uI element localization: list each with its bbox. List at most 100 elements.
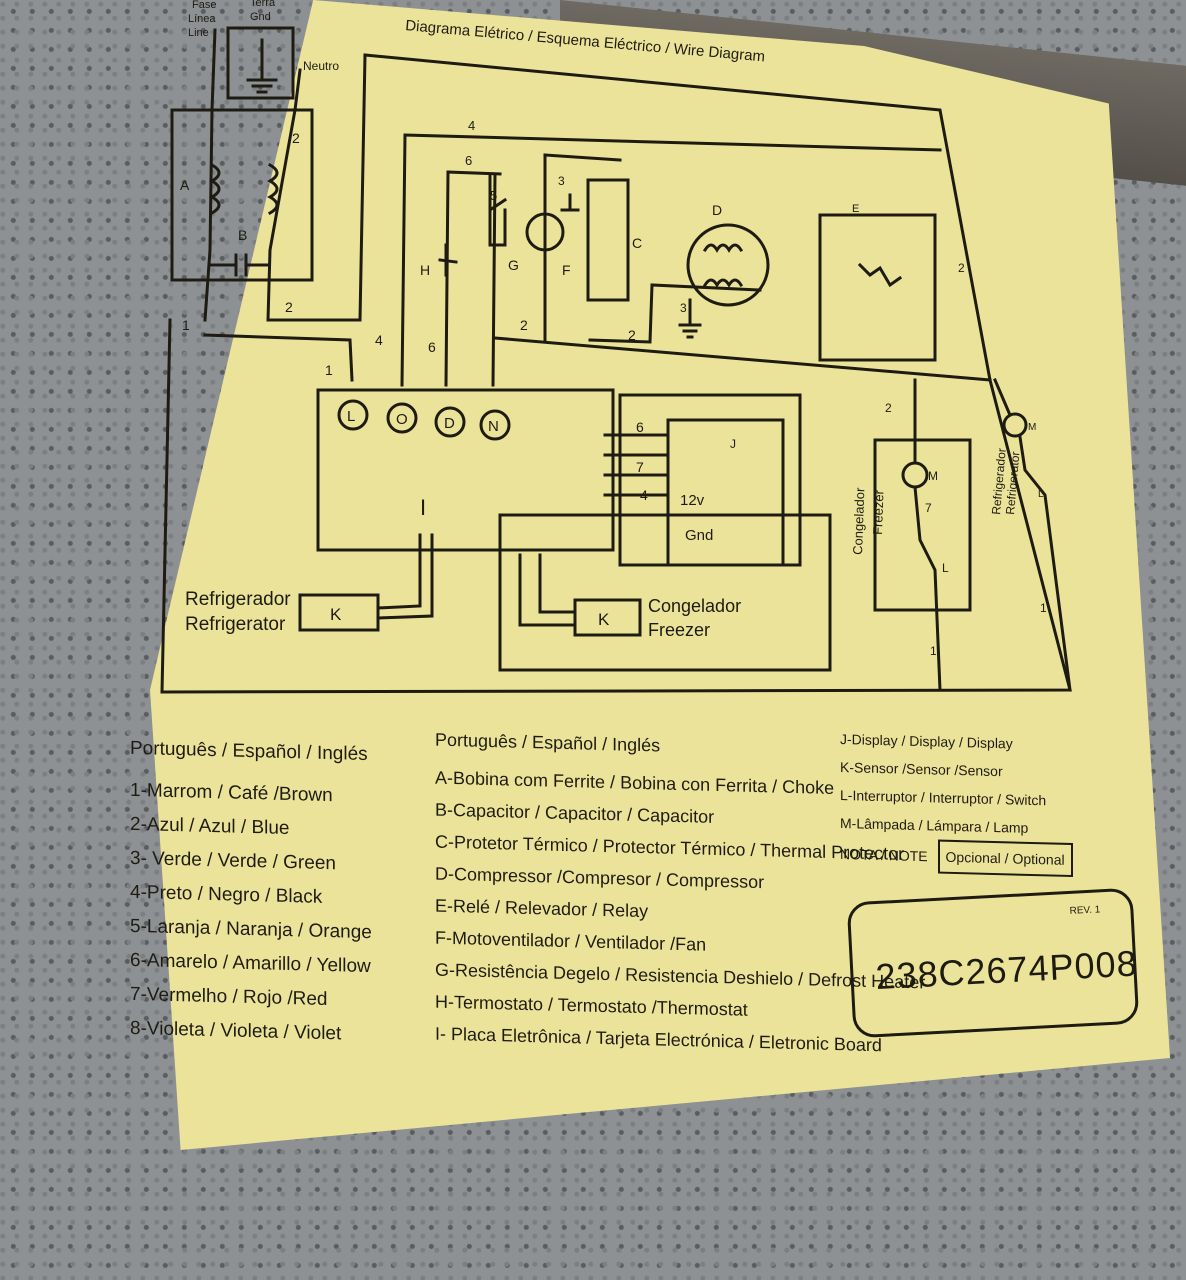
coil-a [208,162,221,216]
component-legend-extra: J-Display / Display / Display K-Sensor /… [840,725,1073,878]
wire-number-4-board: 4 [375,332,383,348]
wire-2-horizontal [493,336,992,382]
wire-number-1-right: 1 [1040,601,1047,615]
wire-2-compressor [588,283,762,344]
refrigerator-door-switch [993,378,1072,692]
wire-6 [446,170,502,176]
compressor-coils [702,243,744,288]
label-terra: Terra [250,0,276,9]
relay-box-right [818,213,937,362]
terminal-o [386,402,418,434]
refrigerador-vertical-label: Refrigerador [989,448,1009,516]
optional-note-box: Opcional / Optional [937,839,1073,878]
wire-number-7-freezer: 7 [925,501,932,515]
coil-b [266,162,279,216]
label-g: G [508,257,519,273]
terminal-d [434,406,466,438]
wire-number-1-left: 1 [182,317,190,333]
neutral-wire [266,53,367,322]
terminal-d-label: D [444,415,455,432]
electronic-board-i [316,388,615,552]
label-linea: Línea [188,13,216,25]
wire-number-4-display: 4 [640,487,648,503]
sensor-k-refrigerator-label: K [330,605,342,624]
capacitor-line [208,253,270,277]
display-j [666,418,785,567]
wire-number-3-fan: 3 [558,174,565,188]
label-j: J [730,437,736,451]
diagram-label-sticker [150,0,1170,1150]
fan-f [525,212,565,252]
label-neutro: Neutro [303,59,339,73]
wire-number-1-freezer: 1 [930,644,937,658]
freezer-door-switch [913,378,942,692]
note-row: NOTA / NOTE Opcional / Optional [840,837,1073,878]
defrost-heater-g [488,208,507,247]
wire-number-2-lamp: 2 [885,401,892,415]
label-e: E [852,203,859,215]
supply-wire-1 [203,333,354,382]
wire-number-2-choke: 2 [292,130,300,146]
thermal-protector-c [586,178,630,302]
ac-input-right [266,68,302,322]
color-legend: Português / Español / Inglés 1-Marrom / … [130,732,372,1052]
choke-box [170,108,314,282]
refrigerador-label: Refrigerador [185,589,291,610]
refrigerator-label: Refrigerator [185,614,286,635]
wire-4 [403,133,942,152]
switch-l-freezer-label: L [942,561,949,575]
label-a: A [180,177,190,193]
wire-n-drop [491,172,497,387]
relay-e [488,173,508,213]
sensor-wire-freezer [518,553,577,627]
label-i: I [420,495,426,520]
freezer-label: Freezer [648,620,710,640]
label-fase: Fase [192,0,216,11]
main-frame-wire [160,53,1072,694]
label-gnd: Gnd [250,11,271,23]
display-gnd-label: Gnd [685,527,713,544]
congelador-label: Congelador [648,596,741,616]
sensor-k-freezer-label: K [598,610,610,629]
lamp-m-freezer-label: M [928,469,938,483]
wire-number-6-top: 6 [465,153,472,168]
sensor-k-freezer [573,598,642,637]
label-h: H [420,262,430,278]
label-d: D [712,202,722,218]
terminal-n [479,409,511,441]
wire-fan-top [543,153,622,162]
label-f: F [562,262,571,278]
wire-number-3-ground: 3 [680,301,687,315]
switch-l-refrigerator-label: L [1038,489,1044,500]
wire-number-2-neutral: 2 [285,299,293,315]
ground-symbol-supply [246,38,278,94]
terminal-l-label: L [347,408,355,425]
wire-number-6-board: 6 [428,339,436,355]
wire-number-2-mid: 2 [520,317,528,333]
diagram-title: Diagrama Elétrico / Esquema Eléctrico / … [405,17,766,65]
label-c: C [632,235,642,251]
ground-symbol-compressor [678,298,702,339]
wire-6-drop [444,170,450,387]
sensor-k-refrigerator [298,593,380,632]
ac-input-left [203,28,217,322]
sensor-wire-refrigerator [376,533,434,620]
part-number-box: REV. 1 238C2674P008 [846,887,1140,1039]
ground-symbol-fan [560,193,580,212]
refrigerator-lamp-m [1002,412,1028,438]
terminal-l [337,399,369,431]
label-b: B [238,227,247,243]
wire-number-6-display: 6 [636,419,644,435]
wire-number-5: 5 [490,188,497,203]
label-line: Line [188,27,209,39]
freezer-lamp-m [901,461,929,489]
freezer-vertical-label: Freezer [870,489,887,535]
terminal-n-label: N [488,418,499,435]
compressor-d [686,223,770,307]
resistor-zigzag [857,262,903,288]
ground-box [226,26,295,100]
congelador-vertical-label: Congelador [850,487,867,555]
refrigerator-vertical-label: Refrigerator [1003,451,1022,515]
wire-number-7-display: 7 [636,459,644,475]
wire-number-2-right: 2 [958,261,965,275]
